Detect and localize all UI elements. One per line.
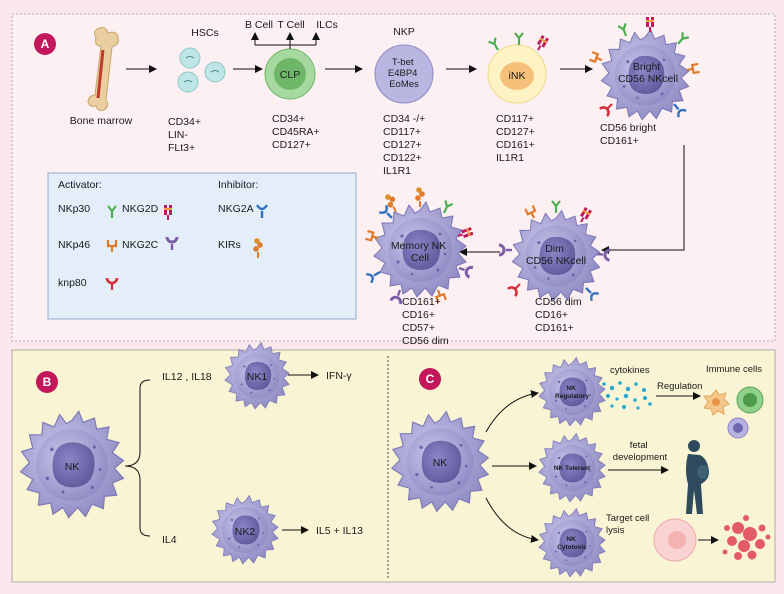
badge-b: B (36, 371, 58, 393)
hscs-label: HSCs (191, 27, 218, 39)
bright-nk-label: Bright CD56 NKcell (618, 61, 678, 85)
clp-branches (251, 32, 320, 49)
il4-label: IL4 (162, 534, 177, 546)
memory-nk-label: Memory NK Cell (391, 240, 449, 264)
ifn-gamma-label: IFN-γ (326, 370, 352, 382)
bone-marrow-label: Bone marrow (70, 115, 133, 127)
hscs-markers: CD34+ LIN- FLt3+ (168, 116, 204, 154)
ink-icon (487, 31, 550, 104)
legend-nkg2d-label: NKG2D (122, 203, 159, 215)
ilcs-label: ILCs (316, 19, 338, 31)
cytokines-label: cytokines (610, 365, 650, 376)
nk-regulatory-label: NK Regulatory (555, 385, 589, 400)
nk2-label: NK2 (235, 526, 256, 538)
nkp-markers: CD34 -/+ CD117+ CD127+ CD122+ IL1R1 (383, 113, 428, 177)
bracket-b (124, 379, 151, 537)
nkp-icon (374, 44, 434, 104)
nk-cytotoxic-label: NK Cytotoxic (557, 536, 587, 551)
svg-text:B: B (43, 375, 52, 389)
t-cell-label: T Cell (277, 19, 304, 31)
b-cell-label: B Cell (245, 19, 273, 31)
target-cell-icon (653, 518, 697, 562)
legend-kirs-label: KIRs (218, 239, 241, 251)
cytokine-dots-icon (602, 381, 652, 410)
target-cell-lysis-label: Target cell lysis (606, 513, 652, 536)
svg-text:C: C (426, 372, 435, 386)
immune-cells-label: Immune cells (706, 364, 762, 375)
nkp-label: NKP (393, 26, 415, 38)
ink-markers: CD117+ CD127+ CD161+ IL1R1 (496, 113, 538, 164)
lysed-cell-icon (722, 515, 771, 560)
legend-nkg2c-label: NKG2C (122, 239, 159, 251)
badge-c: C (419, 368, 441, 390)
arrow-to-cytotoxic (485, 497, 539, 543)
ink-label: iNK (509, 70, 526, 82)
pregnant-woman-icon (686, 440, 710, 514)
hscs-icon (177, 47, 226, 93)
legend-activator-title: Activator: (58, 179, 102, 191)
svg-text:A: A (41, 37, 50, 51)
dim-markers: CD56 dim CD16+ CD161+ (535, 296, 585, 334)
legend-nkp46-label: NKp46 (58, 239, 90, 251)
clp-icon (264, 48, 316, 100)
nk-c-label: NK (433, 457, 448, 469)
legend-inhibitor-title: Inhibitor: (218, 179, 258, 191)
memory-markers: CD161+ CD16+ CD57+ CD56 dim (402, 296, 449, 347)
il12-il18-label: IL12 , IL18 (162, 371, 212, 383)
bone-marrow-icon (87, 27, 119, 111)
badge-a: A (34, 33, 56, 55)
clp-label: CLP (280, 69, 300, 81)
receptor-legend (47, 172, 357, 320)
legend-nkp30-label: NKp30 (58, 203, 90, 215)
nk1-label: NK1 (247, 371, 268, 383)
arrow-bright-to-dim (601, 145, 685, 254)
nk-tolerant-label: NK Tolerant (554, 465, 591, 472)
bright-markers: CD56 bright CD161+ (600, 122, 659, 147)
nkp-transcription-factors: T-bet E4BP4 EoMes (388, 57, 420, 90)
il5-il13-label: IL5 + IL13 (316, 525, 363, 537)
nk-b-label: NK (65, 461, 80, 473)
legend-knp80-label: knp80 (58, 277, 87, 289)
clp-markers: CD34+ CD45RA+ CD127+ (272, 113, 323, 151)
dim-nk-label: Dim CD56 NKcell (526, 243, 586, 267)
immune-cells-icon (703, 386, 764, 439)
legend-nkg2a-label: NKG2A (218, 203, 254, 215)
arrow-to-regulatory (485, 390, 539, 433)
fetal-development-label: fetal development (613, 440, 668, 463)
regulation-label: Regulation (657, 381, 702, 392)
